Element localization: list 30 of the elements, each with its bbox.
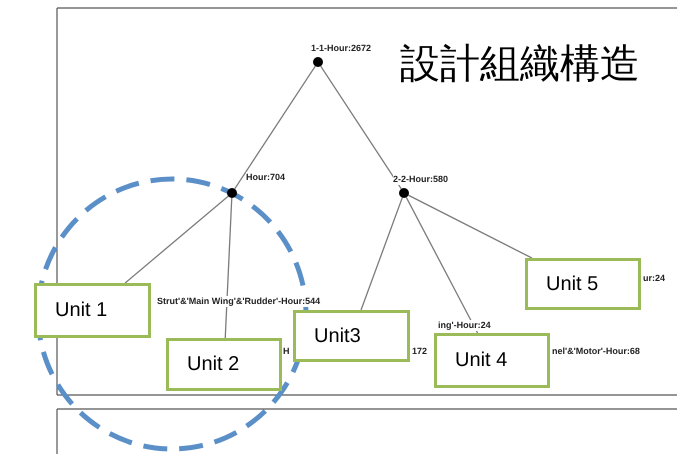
connector-line (408, 194, 532, 259)
tree-node-dot (313, 57, 323, 67)
node-hour-label: 1-1-Hour:2672 (311, 43, 372, 54)
tree-node-dot (399, 188, 409, 198)
unit-label: Unit 1 (55, 299, 108, 322)
tree-node-dot (227, 188, 237, 198)
connector-line (360, 197, 403, 310)
hour-label: nel'&'Motor'-Hour:68 (552, 346, 640, 357)
connector-line (224, 198, 232, 338)
connector-line (234, 66, 316, 190)
node-hour-label: Hour:704 (246, 172, 286, 183)
unit-label: Unit 2 (187, 353, 240, 376)
unit-label: Unit3 (314, 324, 361, 348)
connector-line (406, 197, 478, 334)
unit-box (166, 338, 282, 391)
hour-label: 172 (412, 346, 428, 357)
connector-line (320, 66, 402, 190)
node-hour-label: 2-2-Hour:580 (393, 174, 448, 185)
title: 設計組織構造 (400, 40, 640, 88)
unit-box (293, 310, 410, 362)
connector-line (124, 196, 229, 284)
unit-label: Unit 4 (455, 349, 508, 372)
hour-label: H (283, 346, 290, 357)
hour-label: ing'-Hour:24 (438, 320, 491, 331)
unit-box (34, 283, 151, 338)
hour-label: ur:24 (643, 273, 666, 284)
hour-label: Strut'&'Main Wing'&'Rudder'-Hour:544 (157, 296, 320, 307)
unit-box (525, 258, 641, 310)
unit-box (434, 333, 550, 388)
unit-label: Unit 5 (546, 272, 598, 296)
